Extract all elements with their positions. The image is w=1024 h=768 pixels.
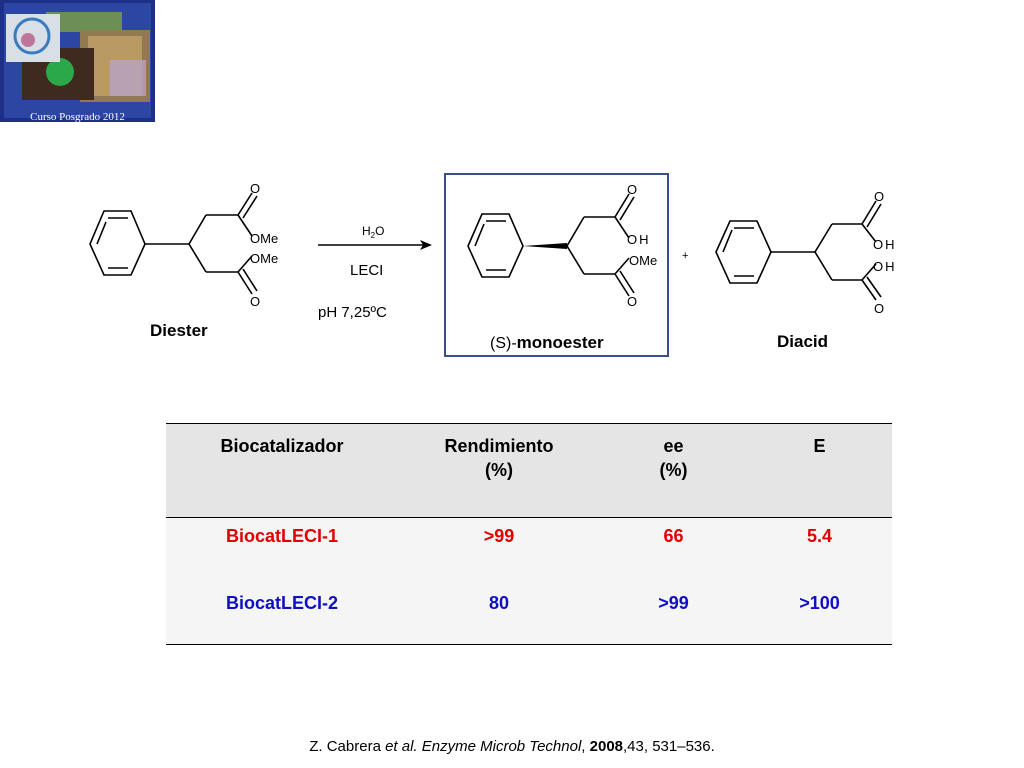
table-row: BiocatLECI-1 >99 66 5.4 [166,517,892,585]
cell-ee: >99 [600,585,747,645]
monoester-label: (S)-monoester [490,333,604,352]
logo-caption: Curso Posgrado 2012 [30,111,125,123]
diacid-label: Diacid [777,332,828,351]
citation: Z. Cabrera et al. Enzyme Microb Technol,… [309,738,715,755]
wedge-bond [523,243,567,249]
citation-journal: Enzyme Microb Technol [421,738,582,755]
citation-volume-pages: ,43, 531–536. [623,738,715,755]
diacid-oh-top: OH [873,237,897,252]
cell-name: BiocatLECI-2 [166,585,398,645]
diester-structure [89,192,258,295]
cell-yield: 80 [398,585,600,645]
enzyme-label: LECI [350,262,383,279]
monoester-ome: OMe [629,253,657,268]
monoester-highlight-box [444,173,669,357]
citation-year: 2008 [589,738,624,755]
water-formula: H2O [362,224,384,240]
diacid-o-bottom: O [874,301,884,316]
diacid-structure [715,200,882,301]
citation-etal: et al. [385,738,418,755]
cell-ee: 66 [600,517,747,585]
monoester-o-bottom: O [627,294,637,309]
ph-temperature-label: pH 7,25ºC [318,304,387,321]
header-ee: ee(%) [600,423,747,518]
plus-sign: + [682,250,688,262]
diacid-oh-bottom: OH [873,259,897,274]
reaction-arrow [318,240,432,250]
cell-e: 5.4 [747,517,892,585]
header-rendimiento: Rendimiento(%) [398,423,600,518]
diester-label: Diester [150,321,208,340]
monoester-oh: OH [627,232,651,247]
cell-name: BiocatLECI-1 [166,517,398,585]
header-e: E [747,423,892,518]
diester-ome-top: OMe [250,231,278,246]
cell-yield: >99 [398,517,600,585]
table-header-row: Biocatalizador Rendimiento(%) ee(%) E [166,423,892,518]
course-logo [0,0,155,122]
results-table: Biocatalizador Rendimiento(%) ee(%) E Bi… [166,423,892,645]
diester-ome-bottom: OMe [250,251,278,266]
table-row: BiocatLECI-2 80 >99 >100 [166,585,892,645]
cell-e: >100 [747,585,892,645]
monoester-structure [467,193,635,297]
monoester-o-top: O [627,182,637,197]
reaction-scheme: O OMe OMe O Diester H2O LECI pH 7,25ºC O… [89,173,897,357]
header-biocatalizador: Biocatalizador [166,423,398,518]
diacid-o-top: O [874,189,884,204]
citation-authors: Z. Cabrera [309,738,386,755]
diester-o-bottom: O [250,294,260,309]
diester-o-top: O [250,181,260,196]
